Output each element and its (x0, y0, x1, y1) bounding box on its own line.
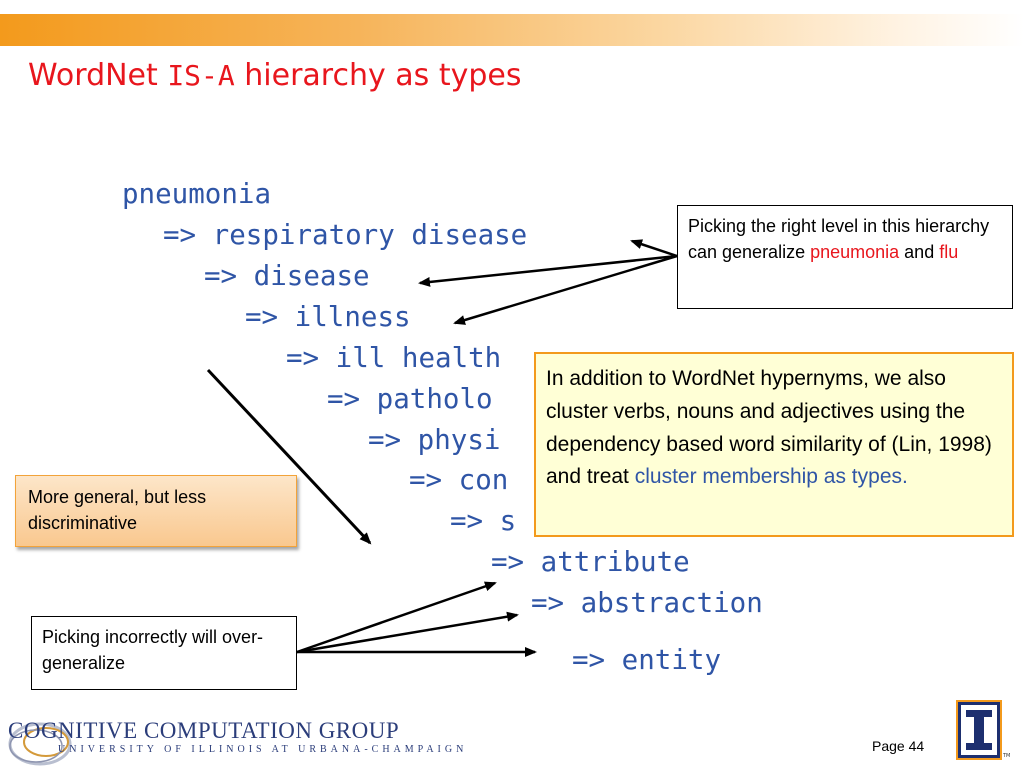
hierarchy-level-6: => physi (368, 424, 501, 456)
hierarchy-level-8: => s (450, 505, 517, 537)
title-prefix: WordNet (28, 58, 168, 93)
hierarchy-level-1: => respiratory disease (163, 219, 528, 251)
callout-cluster-types: In addition to WordNet hypernyms, we als… (534, 352, 1014, 537)
hierarchy-level-11: => entity (572, 644, 722, 676)
group-name: COGNITIVE COMPUTATION GROUP (8, 718, 400, 743)
arrow-to-attribute (296, 581, 497, 654)
callout-cluster-highlight: cluster membership as types. (634, 465, 908, 489)
callout-right-level: Picking the right level in this hierarch… (677, 205, 1013, 309)
title-code: IS-A (167, 59, 235, 92)
illinois-block-i-icon (956, 700, 1002, 760)
callout-more-general: More general, but less discriminative (15, 475, 297, 547)
callout-right-level-text: Picking the right level in this hierarch… (688, 216, 990, 263)
callout-more-general-text: More general, but less discriminative (28, 487, 207, 534)
callout-incorrect-text: Picking incorrectly will over-generalize (42, 627, 264, 674)
hierarchy-level-2: => disease (204, 260, 370, 292)
slide-title: WordNet IS-A hierarchy as types (28, 58, 521, 93)
university-name: UNIVERSITY OF ILLINOIS AT URBANA-CHAMPAI… (58, 744, 468, 755)
hierarchy-level-0: pneumonia (122, 178, 272, 210)
term-flu: flu (939, 242, 959, 263)
arrow-to-abstraction (296, 611, 519, 654)
hierarchy-level-5: => patholo (327, 383, 493, 415)
arrow-more-general (206, 368, 372, 545)
callout-incorrect: Picking incorrectly will over-generalize (31, 616, 297, 690)
term-pneumonia: pneumonia (810, 242, 900, 263)
arrow-to-respiratory-disease (630, 239, 678, 258)
hierarchy-level-4: => ill health (286, 342, 502, 374)
hierarchy-level-9: => attribute (491, 546, 690, 578)
title-suffix: hierarchy as types (234, 58, 522, 93)
hierarchy-level-3: => illness (245, 301, 411, 333)
arrow-to-illness (453, 254, 678, 325)
ccg-swirl-logo-icon (8, 722, 72, 766)
hierarchy-level-10: => abstraction (531, 587, 763, 619)
trademark-mark: TM (1003, 753, 1011, 759)
callout-right-level-joiner: and (899, 242, 940, 263)
arrow-to-disease (418, 254, 678, 287)
callout-cluster-text: In addition to WordNet hypernyms, we als… (546, 367, 992, 489)
hierarchy-level-7: => con (409, 464, 509, 496)
page-number: Page 44 (872, 738, 925, 754)
header-gradient-bar (0, 14, 1024, 46)
